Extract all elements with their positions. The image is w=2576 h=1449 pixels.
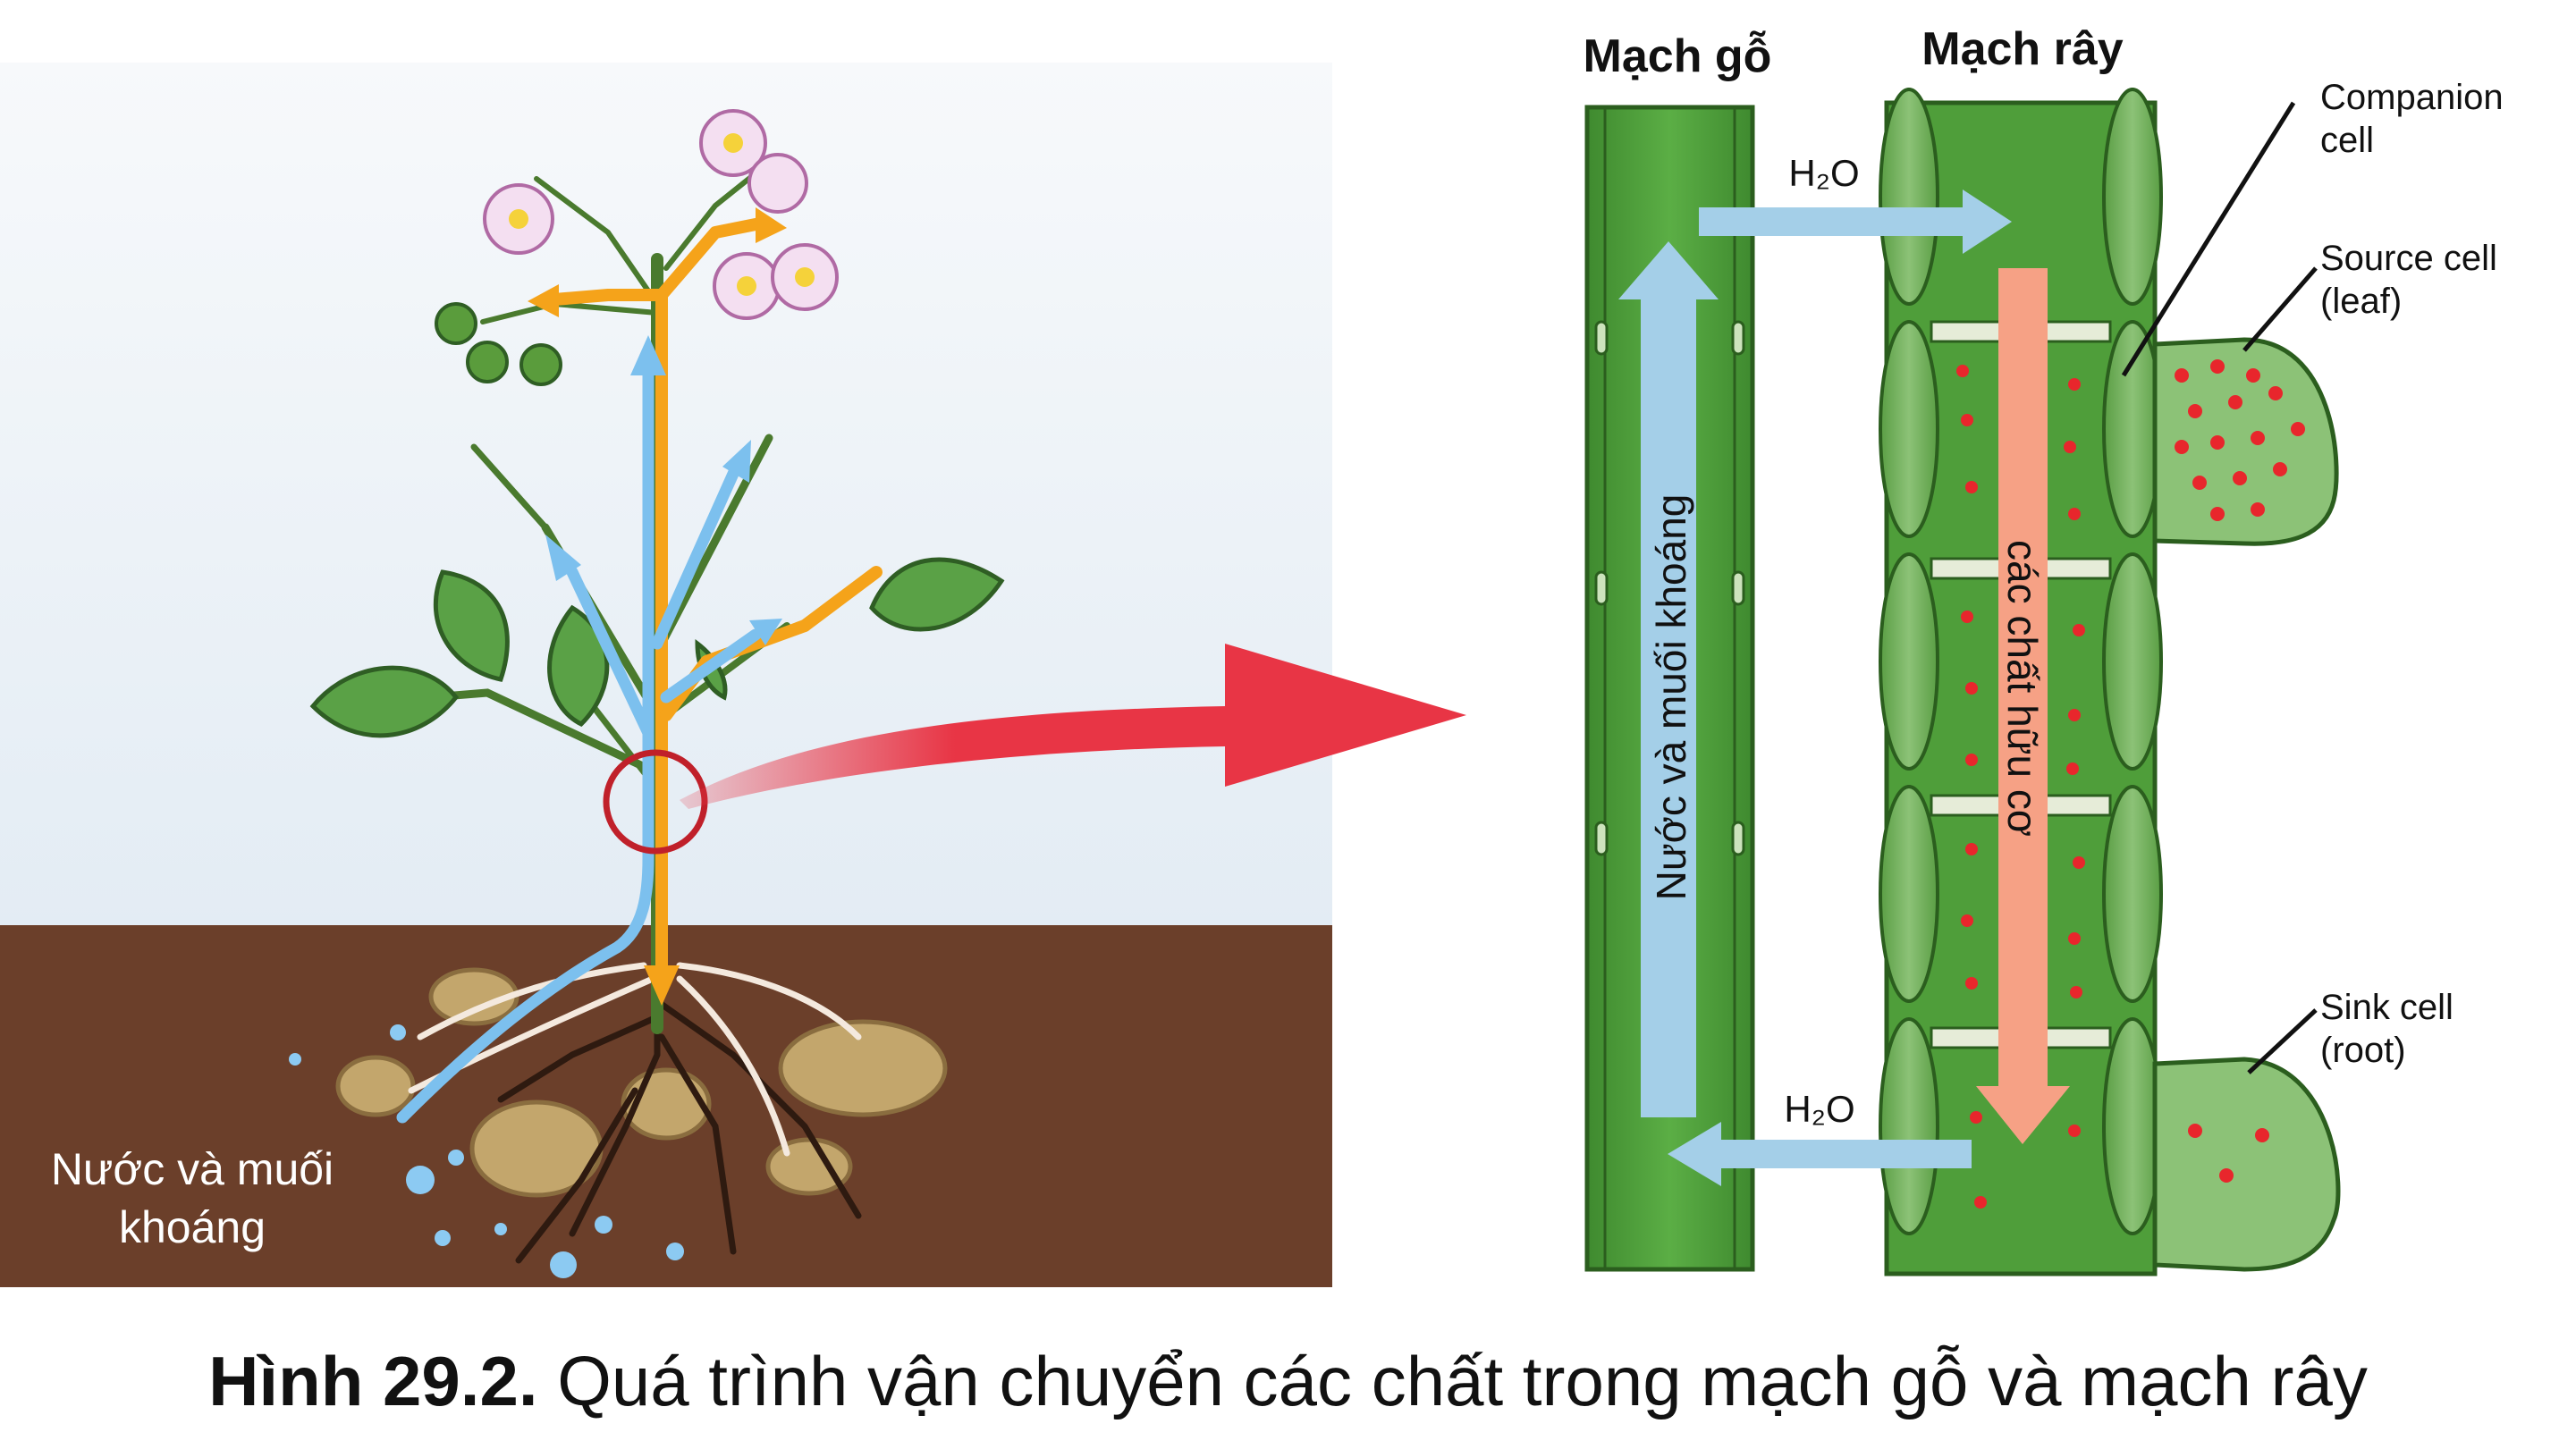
phloem-title: Mạch rây — [1921, 23, 2124, 75]
sink-cell-label-line2: (root) — [2320, 1031, 2406, 1070]
xylem-title: Mạch gỗ — [1584, 30, 1772, 82]
soil-label-line2: khoáng — [119, 1202, 266, 1252]
sink-cell — [2155, 1059, 2338, 1269]
source-cell-label-line1: Source cell — [2320, 239, 2497, 278]
xylem-flow-label: Nước và muối khoáng — [1648, 494, 1694, 901]
phloem-flow-label: các chất hữu cơ — [1999, 540, 2046, 837]
source-cell-label-line2: (leaf) — [2320, 282, 2402, 321]
source-cell — [2155, 340, 2336, 543]
figure-caption: Hình 29.2. Quá trình vận chuyển các chất… — [0, 1341, 2576, 1422]
caption-number: Hình 29.2. — [208, 1342, 537, 1420]
caption-text: Quá trình vận chuyển các chất trong mạch… — [557, 1342, 2368, 1420]
sink-cell-label-line1: Sink cell — [2320, 988, 2454, 1027]
h2o-bottom-label: H₂O — [1784, 1088, 1854, 1130]
companion-cell-label-line2: cell — [2320, 121, 2374, 160]
plant-scene: Nước và muối khoáng — [0, 63, 1332, 1287]
h2o-top-label: H₂O — [1788, 152, 1859, 194]
vascular-detail: Mạch gỗ Mạch rây H₂O H₂O Nước và muối kh… — [1584, 23, 2504, 1274]
soil-label-line1: Nước và muối — [51, 1144, 334, 1194]
companion-cell-label-line1: Companion — [2320, 78, 2504, 117]
